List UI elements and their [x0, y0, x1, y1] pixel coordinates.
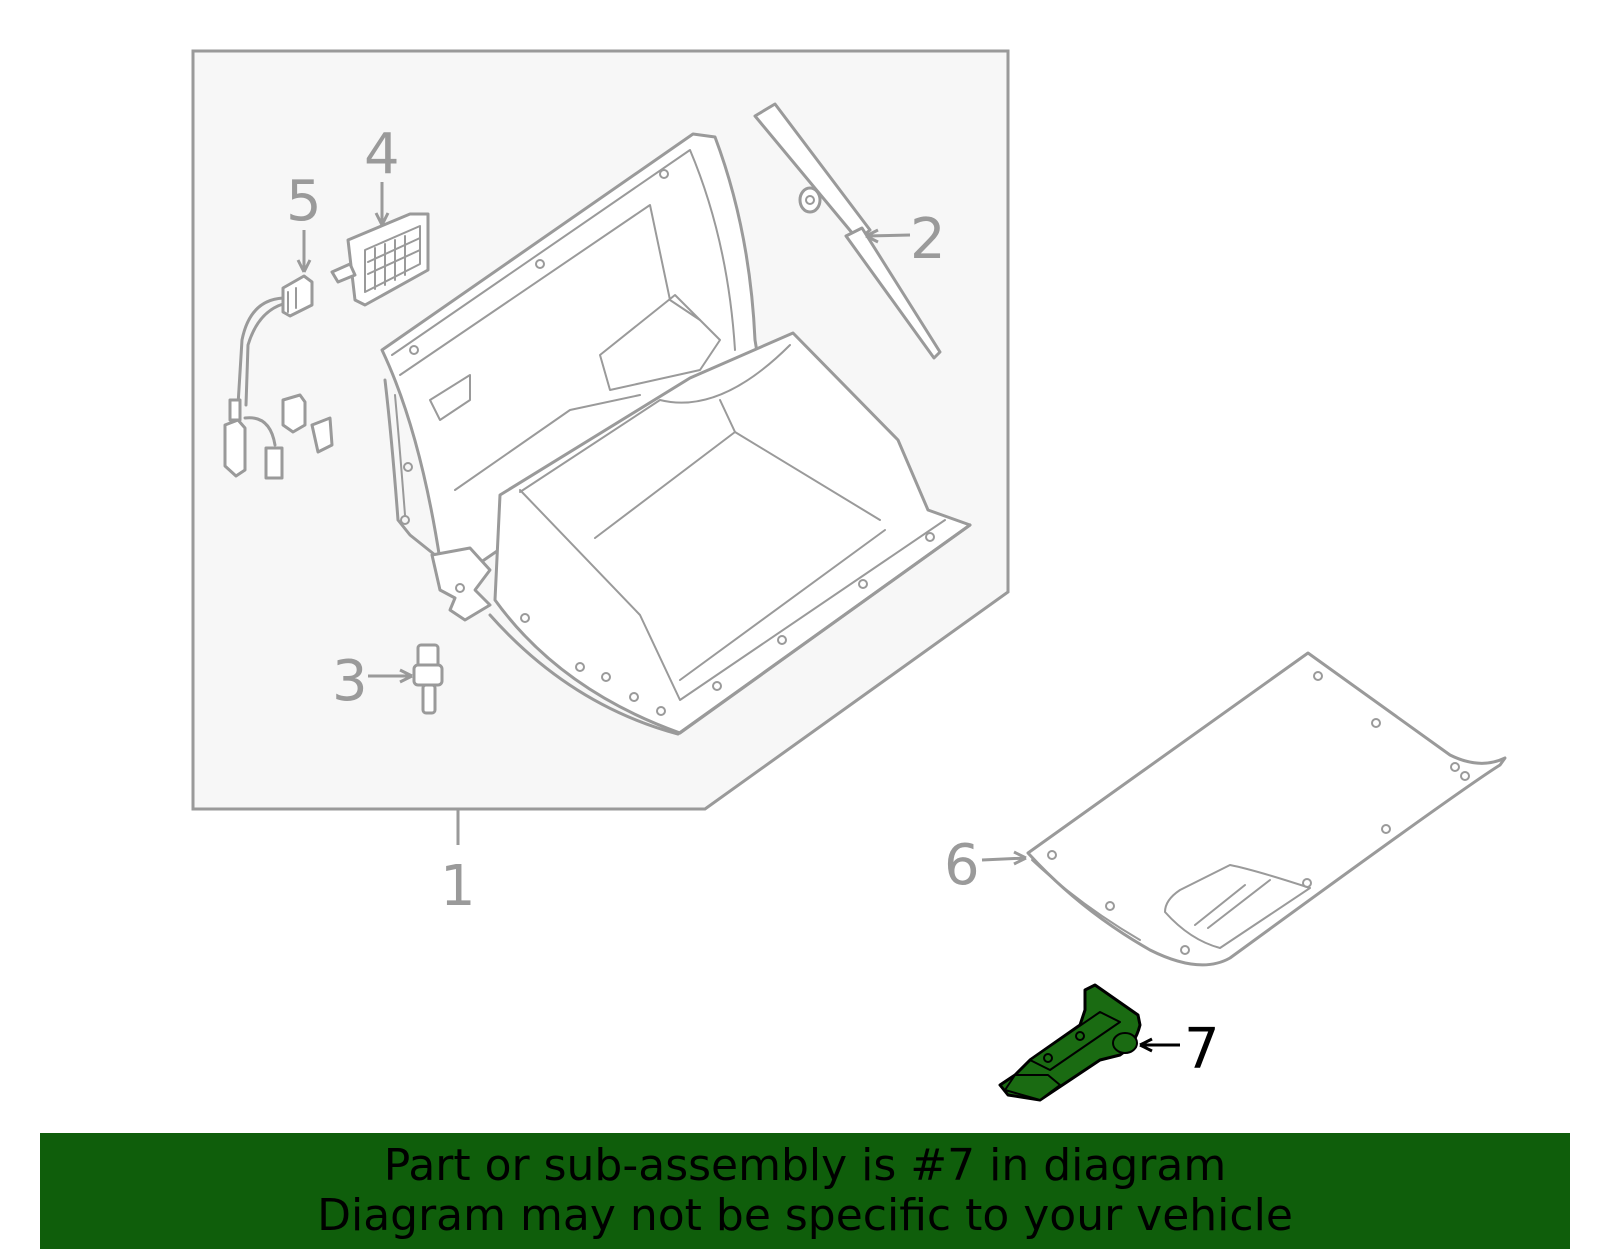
leader-2	[865, 228, 911, 244]
door-panel-part[interactable]	[1026, 651, 1507, 967]
banner-line-2: Diagram may not be specific to your vehi…	[317, 1190, 1293, 1241]
callout-6: 6	[944, 833, 980, 898]
callout-2: 2	[910, 207, 946, 272]
lamp-part[interactable]	[330, 212, 430, 307]
leader-3	[368, 668, 413, 684]
callout-3: 3	[332, 649, 368, 714]
leader-5	[296, 230, 312, 273]
glove-box-part[interactable]	[380, 132, 972, 736]
callout-1: 1	[440, 854, 476, 919]
latch-part-highlighted[interactable]	[998, 983, 1142, 1102]
info-banner: Part or sub-assembly is #7 in diagram Di…	[40, 1133, 1570, 1249]
leader-4	[374, 182, 390, 226]
damper-strut-part[interactable]	[753, 102, 942, 360]
wire-harness-part[interactable]	[223, 274, 334, 480]
banner-line-1: Part or sub-assembly is #7 in diagram	[383, 1140, 1227, 1191]
bolt-part[interactable]	[412, 643, 444, 715]
leader-7	[1139, 1037, 1180, 1053]
leader-6	[981, 850, 1027, 866]
callout-5: 5	[286, 169, 322, 234]
callout-7: 7	[1184, 1017, 1220, 1082]
callout-4: 4	[364, 122, 400, 187]
